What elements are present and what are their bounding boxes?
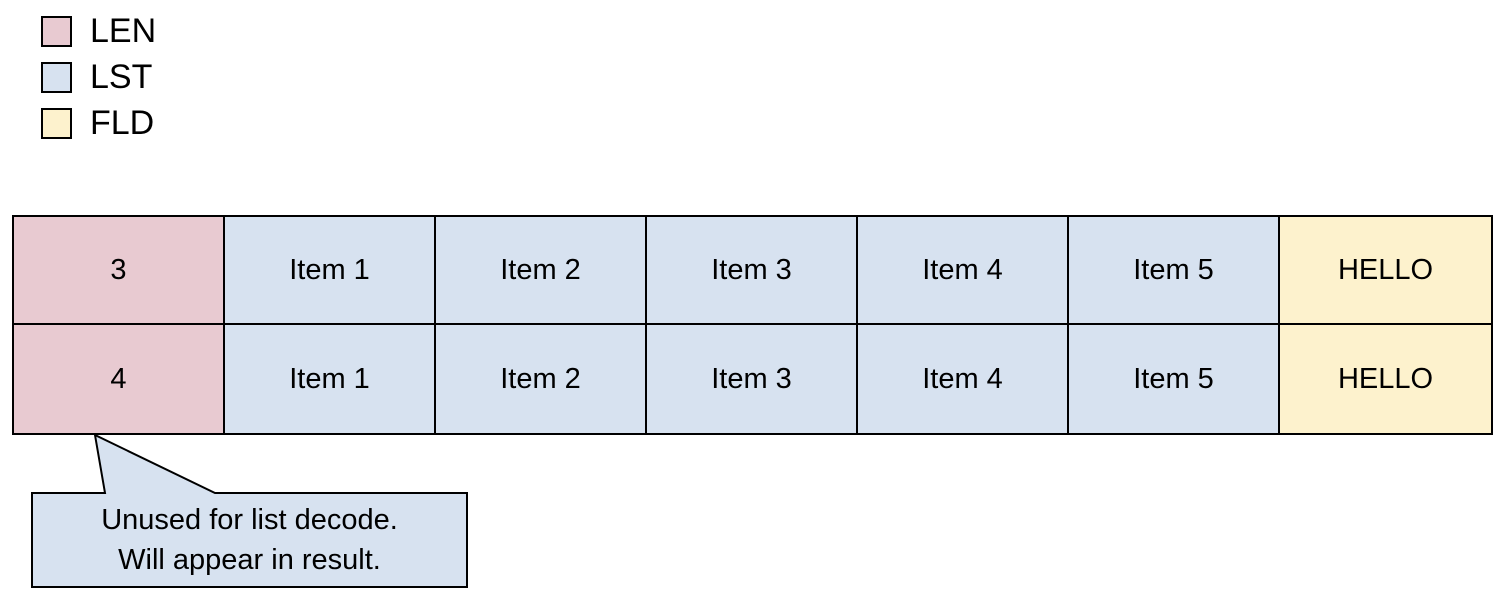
legend: LEN LST FLD [41, 12, 157, 154]
row1-item5-cell: Item 5 [1069, 217, 1280, 325]
row2-item2-cell: Item 2 [436, 325, 647, 433]
row2-item1-cell: Item 1 [225, 325, 436, 433]
callout-note-line2: Will appear in result. [118, 544, 381, 576]
row1-item1-cell: Item 1 [225, 217, 436, 325]
row1-item3-cell: Item 3 [647, 217, 858, 325]
callout-bubble-shape [31, 433, 468, 588]
row1-item4-cell: Item 4 [858, 217, 1069, 325]
byte-layout-table: 3 Item 1 Item 2 Item 3 Item 4 Item 5 HEL… [12, 215, 1493, 435]
row1-fld-cell: HELLO [1280, 217, 1491, 325]
row2-item3-cell: Item 3 [647, 325, 858, 433]
row2-item5-cell: Item 5 [1069, 325, 1280, 433]
callout-bubble-outline [31, 433, 468, 588]
lst-color-swatch [41, 62, 72, 93]
row2-item4-cell: Item 4 [858, 325, 1069, 433]
row1-item2-cell: Item 2 [436, 217, 647, 325]
callout-note-line1: Unused for list decode. [101, 504, 398, 536]
row2-fld-cell: HELLO [1280, 325, 1491, 433]
callout-note: Unused for list decode. Will appear in r… [34, 495, 465, 585]
legend-label-lst: LST [90, 58, 153, 96]
legend-item-fld: FLD [41, 104, 156, 142]
fld-color-swatch [41, 108, 72, 139]
len-color-swatch [41, 16, 72, 47]
legend-label-fld: FLD [90, 104, 155, 142]
legend-label-len: LEN [90, 12, 157, 50]
row2-len-cell: 4 [14, 325, 225, 433]
row1-len-cell: 3 [14, 217, 225, 325]
legend-item-lst: LST [41, 58, 156, 96]
legend-item-len: LEN [41, 12, 157, 50]
